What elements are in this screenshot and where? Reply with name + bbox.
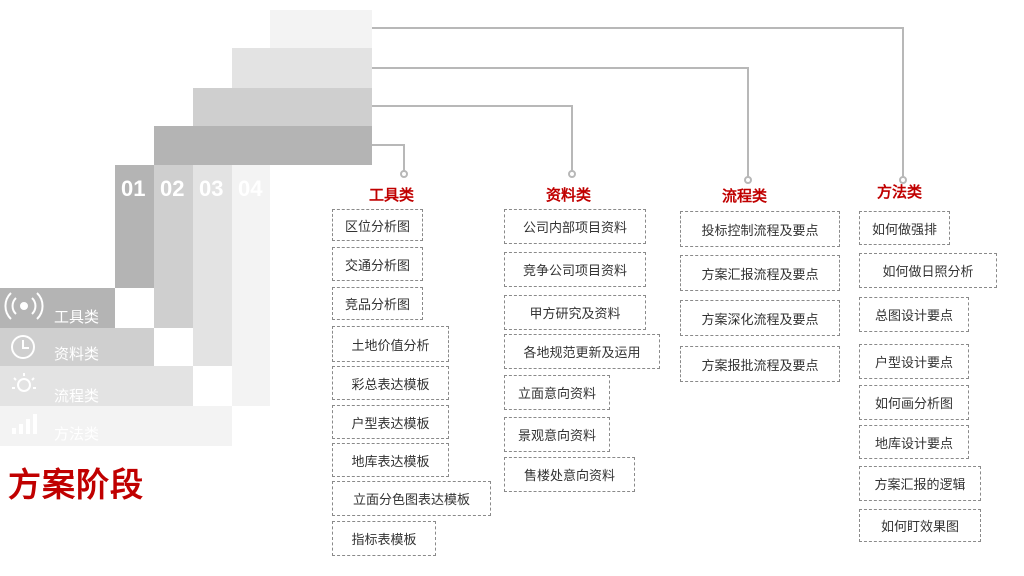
step-number-02: 02 [160, 176, 185, 201]
process-item: 方案汇报流程及要点 [680, 255, 840, 291]
material-item: 景观意向资料 [504, 417, 610, 452]
stair-step-03 [0, 48, 372, 406]
stair-step-01 [0, 126, 372, 328]
method-item: 方案汇报的逻辑 [859, 466, 981, 501]
sun-bulb-icon [12, 373, 36, 392]
stair-step-02 [0, 88, 372, 366]
tool-item: 指标表模板 [332, 521, 436, 556]
tool-item: 土地价值分析 [332, 326, 449, 362]
process-item: 投标控制流程及要点 [680, 211, 840, 247]
material-item: 甲方研究及资料 [504, 295, 646, 330]
method-item: 总图设计要点 [859, 297, 969, 332]
column-heading-process: 流程类 [722, 187, 768, 205]
step-number-03: 03 [199, 176, 224, 201]
material-item: 竞争公司项目资料 [504, 252, 646, 287]
step-label-process: 流程类 [54, 387, 100, 405]
process-item: 方案报批流程及要点 [680, 346, 840, 382]
step-label-tools: 工具类 [54, 308, 100, 326]
material-item: 各地规范更新及运用 [504, 334, 660, 369]
tool-item: 彩总表达模板 [332, 366, 449, 400]
tool-item: 户型表达模板 [332, 405, 449, 439]
clock-icon [11, 335, 35, 359]
tool-item: 竞品分析图 [332, 287, 423, 320]
method-item: 如何画分析图 [859, 385, 969, 420]
column-heading-materials: 资料类 [546, 186, 592, 204]
method-item: 地库设计要点 [859, 425, 969, 459]
process-item: 方案深化流程及要点 [680, 300, 840, 336]
method-item: 如何盯效果图 [859, 509, 981, 542]
connector-dots [400, 170, 907, 184]
page-title: 方案阶段 [8, 465, 144, 504]
tool-item: 地库表达模板 [332, 443, 449, 477]
step-label-methods: 方法类 [54, 425, 100, 443]
step-number-01: 01 [121, 176, 146, 201]
column-heading-tools: 工具类 [369, 186, 415, 204]
material-item: 公司内部项目资料 [504, 209, 646, 244]
material-item: 立面意向资料 [504, 375, 610, 410]
signal-broadcast-icon [4, 292, 44, 320]
column-heading-methods: 方法类 [877, 183, 923, 201]
method-item: 户型设计要点 [859, 344, 969, 379]
step-label-materials: 资料类 [54, 345, 100, 363]
tool-item: 交通分析图 [332, 247, 423, 281]
tool-item: 立面分色图表达模板 [332, 481, 491, 516]
step-number-04: 04 [238, 176, 263, 201]
material-item: 售楼处意向资料 [504, 457, 635, 492]
connector-lines [372, 27, 904, 178]
bar-chart-icon [12, 414, 37, 434]
method-item: 如何做强排 [859, 211, 950, 245]
tool-item: 区位分析图 [332, 209, 423, 241]
method-item: 如何做日照分析 [859, 253, 997, 288]
